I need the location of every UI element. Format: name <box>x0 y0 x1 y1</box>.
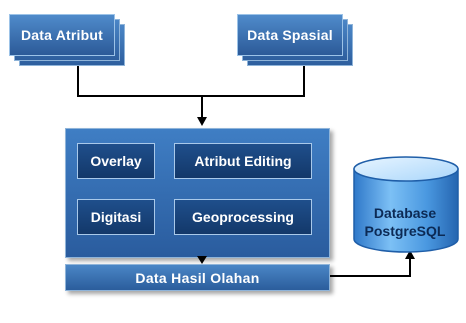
digitasi-label: Digitasi <box>90 209 142 225</box>
arrow-to-result <box>197 256 207 264</box>
arrow-to-process <box>197 117 207 126</box>
connector-atribut-down <box>77 66 79 96</box>
atribut-editing-box: Atribut Editing <box>174 143 312 179</box>
connector-result-horizontal <box>330 275 411 277</box>
overlay-label: Overlay <box>90 153 142 169</box>
data-atribut-label: Data Atribut <box>21 27 103 43</box>
digitasi-box: Digitasi <box>77 199 155 235</box>
database-label: Database PostgreSQL <box>350 204 460 240</box>
database-label-line1: Database <box>373 205 437 221</box>
database-cylinder-icon <box>353 156 459 253</box>
geoprocessing-box: Geoprocessing <box>174 199 312 235</box>
connector-to-process <box>201 96 203 118</box>
data-spasial-box: Data Spasial <box>237 14 343 56</box>
connector-horizontal <box>77 95 305 97</box>
process-panel: Overlay Atribut Editing Digitasi Geoproc… <box>65 128 330 258</box>
result-label: Data Hasil Olahan <box>135 269 260 286</box>
data-spasial-label: Data Spasial <box>247 27 333 43</box>
result-box: Data Hasil Olahan <box>65 264 330 291</box>
arrow-to-database <box>405 250 415 259</box>
atribut-editing-label: Atribut Editing <box>194 153 292 169</box>
connector-result-up <box>409 258 411 277</box>
connector-spasial-down <box>303 66 305 96</box>
data-atribut-box: Data Atribut <box>9 14 115 56</box>
geoprocessing-label: Geoprocessing <box>192 209 294 225</box>
database-label-line2: PostgreSQL <box>364 223 446 239</box>
overlay-box: Overlay <box>77 143 155 179</box>
